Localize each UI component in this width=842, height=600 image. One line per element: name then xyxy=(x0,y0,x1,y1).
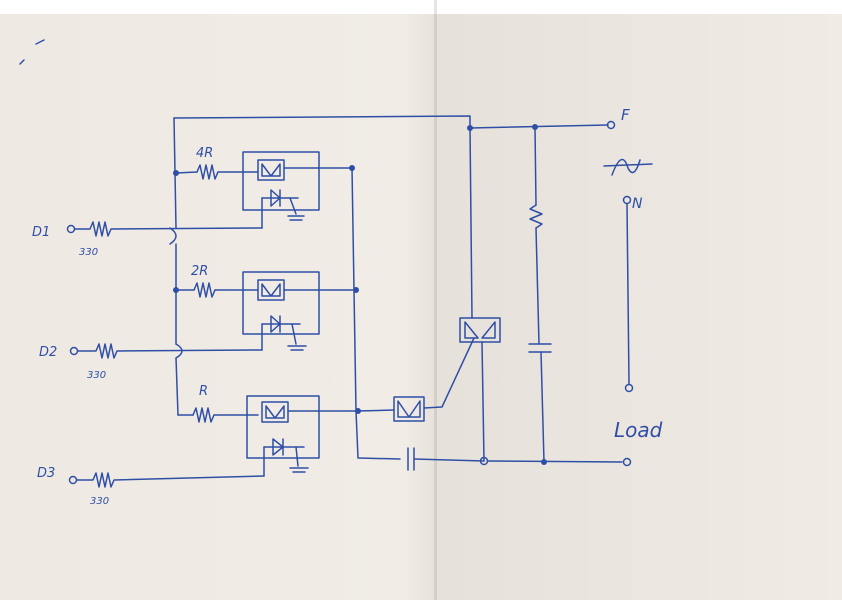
opto-triac-symbol-1 xyxy=(261,163,281,177)
opto-triac-symbol-2 xyxy=(261,283,281,297)
triac-mt2-wire xyxy=(481,341,485,462)
ac-source-line xyxy=(603,163,653,167)
paper-fold xyxy=(434,0,437,600)
label-d2: D2 xyxy=(39,345,57,360)
opto-triac-3 xyxy=(261,401,289,423)
optocoupler-2 xyxy=(242,271,320,335)
label-resistor-330-2: 330 xyxy=(87,370,106,381)
wire-crossover-1 xyxy=(169,227,177,245)
label-f: F xyxy=(621,106,630,124)
resistor-2r xyxy=(193,282,216,298)
terminal-d3 xyxy=(68,475,78,485)
label-resistor-330-3: 330 xyxy=(90,496,109,507)
terminal-d2 xyxy=(69,346,79,356)
snubber-capacitor xyxy=(528,343,552,353)
opto-triac-1 xyxy=(257,159,285,181)
load-wire xyxy=(626,203,630,385)
wire xyxy=(540,351,545,463)
wire xyxy=(175,171,198,174)
label-2r: 2R xyxy=(191,264,208,279)
opto-ground-3 xyxy=(263,446,309,477)
resistor-r xyxy=(192,407,215,423)
opto-ground-2 xyxy=(261,323,307,351)
pen-marks xyxy=(19,39,45,65)
driver-triac xyxy=(393,396,425,422)
label-d1: D1 xyxy=(32,225,50,240)
label-4r: 4R xyxy=(196,146,213,161)
snubber-resistor xyxy=(529,204,543,229)
input-2-wire xyxy=(77,343,263,359)
wire xyxy=(413,458,485,462)
load-terminal xyxy=(624,383,634,393)
opto-ground-1 xyxy=(261,197,305,229)
wire xyxy=(535,227,540,345)
label-r: R xyxy=(199,384,208,399)
neutral-load-wire xyxy=(487,460,623,463)
label-d3: D3 xyxy=(37,466,55,481)
terminal-load xyxy=(622,457,632,467)
terminal-n xyxy=(622,195,632,205)
wire xyxy=(357,409,395,412)
optocoupler-1 xyxy=(242,151,320,211)
left-bus-wire xyxy=(173,117,179,416)
scan-edge xyxy=(0,0,842,14)
top-wire xyxy=(173,115,471,129)
power-triac-symbol xyxy=(464,321,496,339)
optocoupler-3 xyxy=(246,395,320,459)
opto-led-1 xyxy=(261,189,299,207)
input-3-wire xyxy=(76,472,265,488)
triac-mt1-wire xyxy=(469,127,473,319)
label-load: Load xyxy=(614,418,663,442)
phase-wire xyxy=(469,124,609,129)
opto-triac-symbol-3 xyxy=(265,405,285,419)
driver-triac-symbol xyxy=(397,400,421,418)
resistor-4r xyxy=(196,164,219,180)
ac-source-wave xyxy=(611,158,641,176)
opto-led-2 xyxy=(261,315,301,333)
input-1-wire xyxy=(74,221,263,237)
opto-common-wire xyxy=(351,167,401,460)
wire xyxy=(534,126,537,206)
label-resistor-330-1: 330 xyxy=(79,247,98,258)
power-triac xyxy=(459,317,501,343)
terminal-d1 xyxy=(66,224,76,234)
capacitor-small xyxy=(407,447,415,471)
gate-wire xyxy=(423,337,475,409)
label-n: N xyxy=(632,196,643,212)
terminal-f xyxy=(606,120,616,130)
opto-led-3 xyxy=(263,438,305,456)
